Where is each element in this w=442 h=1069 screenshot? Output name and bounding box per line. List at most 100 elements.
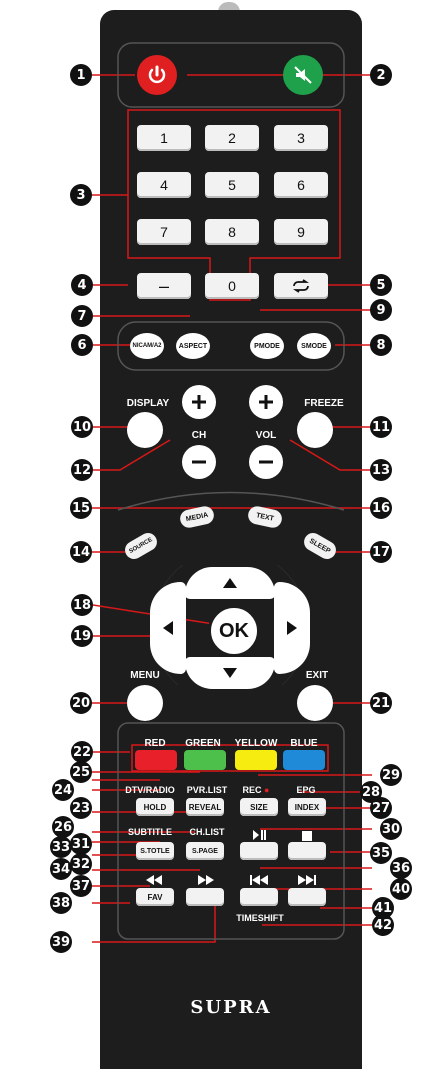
digit-5-button[interactable]: 5 xyxy=(205,172,259,198)
marker-9: 9 xyxy=(370,299,392,321)
up-button[interactable] xyxy=(185,567,275,599)
blue-button[interactable] xyxy=(283,750,325,770)
right-button[interactable] xyxy=(274,582,310,674)
marker-7: 7 xyxy=(71,305,93,327)
rec-label: REC ● xyxy=(242,785,270,795)
previous-button[interactable] xyxy=(240,888,278,906)
mute-button[interactable] xyxy=(283,55,323,95)
epg-label: EPG xyxy=(296,785,316,795)
marker-23: 23 xyxy=(70,797,92,819)
dtv-radio-label: DTV/RADIO xyxy=(125,785,175,795)
channel-down-button[interactable] xyxy=(182,445,216,479)
hold-button[interactable]: HOLD xyxy=(136,798,174,816)
marker-16: 16 xyxy=(370,497,392,519)
power-icon xyxy=(148,65,166,84)
repeat-icon xyxy=(293,279,309,293)
marker-19: 19 xyxy=(71,625,93,647)
s-page-button[interactable]: S.PAGE xyxy=(186,842,224,860)
digit-4-button[interactable]: 4 xyxy=(137,172,191,198)
dash-button[interactable]: – xyxy=(137,273,191,299)
menu-button[interactable] xyxy=(127,685,163,721)
digit-6-button[interactable]: 6 xyxy=(274,172,328,198)
marker-29: 29 xyxy=(380,764,402,786)
minus-icon xyxy=(192,460,206,464)
red-button[interactable] xyxy=(135,750,177,770)
record-dot-icon: ● xyxy=(261,785,270,795)
next-button[interactable] xyxy=(288,888,326,906)
freeze-button[interactable] xyxy=(297,412,333,448)
digit-3-button[interactable]: 3 xyxy=(274,125,328,151)
plus-icon xyxy=(192,395,206,409)
marker-10: 10 xyxy=(71,416,93,438)
arrow-down-icon xyxy=(223,668,237,678)
digit-7-button[interactable]: 7 xyxy=(137,219,191,245)
marker-21: 21 xyxy=(370,692,392,714)
marker-11: 11 xyxy=(370,416,392,438)
arrow-right-icon xyxy=(287,621,297,635)
blue-label: BLUE xyxy=(290,738,318,749)
stop-button[interactable] xyxy=(288,842,326,860)
ok-button[interactable]: OK xyxy=(208,605,260,657)
marker-41: 41 xyxy=(372,897,394,919)
marker-36: 36 xyxy=(390,857,412,879)
play-pause-button[interactable] xyxy=(240,842,278,860)
marker-34: 34 xyxy=(50,858,72,880)
marker-13: 13 xyxy=(370,459,392,481)
volume-down-button[interactable] xyxy=(249,445,283,479)
plus-icon xyxy=(259,395,273,409)
marker-12: 12 xyxy=(71,459,93,481)
arc-outline xyxy=(117,491,345,511)
volume-up-button[interactable] xyxy=(249,385,283,419)
pvr-list-label: PVR.LIST xyxy=(186,785,228,795)
down-button[interactable] xyxy=(185,657,275,689)
ch-list-label: CH.LIST xyxy=(189,827,225,837)
digit-8-button[interactable]: 8 xyxy=(205,219,259,245)
nicam-button[interactable]: NICAM/A2 xyxy=(130,333,164,359)
display-button[interactable] xyxy=(127,412,163,448)
timeshift-label: TIMESHIFT xyxy=(236,913,284,923)
marker-6: 6 xyxy=(71,334,93,356)
aspect-button[interactable]: ASPECT xyxy=(176,333,210,359)
digit-2-button[interactable]: 2 xyxy=(205,125,259,151)
rewind-icon xyxy=(146,872,162,890)
power-button[interactable] xyxy=(137,55,177,95)
marker-24: 24 xyxy=(52,779,74,801)
marker-30: 30 xyxy=(380,818,402,840)
marker-40: 40 xyxy=(390,878,412,900)
smode-button[interactable]: SMODE xyxy=(297,333,331,359)
reveal-button[interactable]: REVEAL xyxy=(186,798,224,816)
callout-line-13 xyxy=(289,439,372,471)
marker-15: 15 xyxy=(70,497,92,519)
left-button[interactable] xyxy=(150,582,186,674)
pmode-button[interactable]: PMODE xyxy=(250,333,284,359)
digit-9-button[interactable]: 9 xyxy=(274,219,328,245)
marker-2: 2 xyxy=(370,64,392,86)
marker-5: 5 xyxy=(370,274,392,296)
marker-14: 14 xyxy=(70,541,92,563)
stop-icon xyxy=(302,828,312,846)
digit-1-button[interactable]: 1 xyxy=(137,125,191,151)
play-pause-icon xyxy=(252,828,266,846)
yellow-button[interactable] xyxy=(235,750,277,770)
size-button[interactable]: SIZE xyxy=(240,798,278,816)
channel-up-button[interactable] xyxy=(182,385,216,419)
previous-icon xyxy=(250,872,268,890)
digit-0-button[interactable]: 0 xyxy=(205,273,259,299)
green-button[interactable] xyxy=(184,750,226,770)
fav-button[interactable]: FAV xyxy=(136,888,174,906)
recall-button[interactable] xyxy=(274,273,328,299)
fast-forward-icon xyxy=(198,872,214,890)
exit-button[interactable] xyxy=(297,685,333,721)
marker-8: 8 xyxy=(370,334,392,356)
top-panel-outline xyxy=(117,42,345,108)
marker-32: 32 xyxy=(70,853,92,875)
yellow-label: YELLOW xyxy=(234,738,278,749)
marker-3: 3 xyxy=(70,184,92,206)
marker-35: 35 xyxy=(370,842,392,864)
index-button[interactable]: INDEX xyxy=(288,798,326,816)
fast-forward-button[interactable] xyxy=(186,888,224,906)
mode-panel-outline xyxy=(117,321,345,371)
s-totle-button[interactable]: S.TOTLE xyxy=(136,842,174,860)
marker-22: 22 xyxy=(71,741,93,763)
